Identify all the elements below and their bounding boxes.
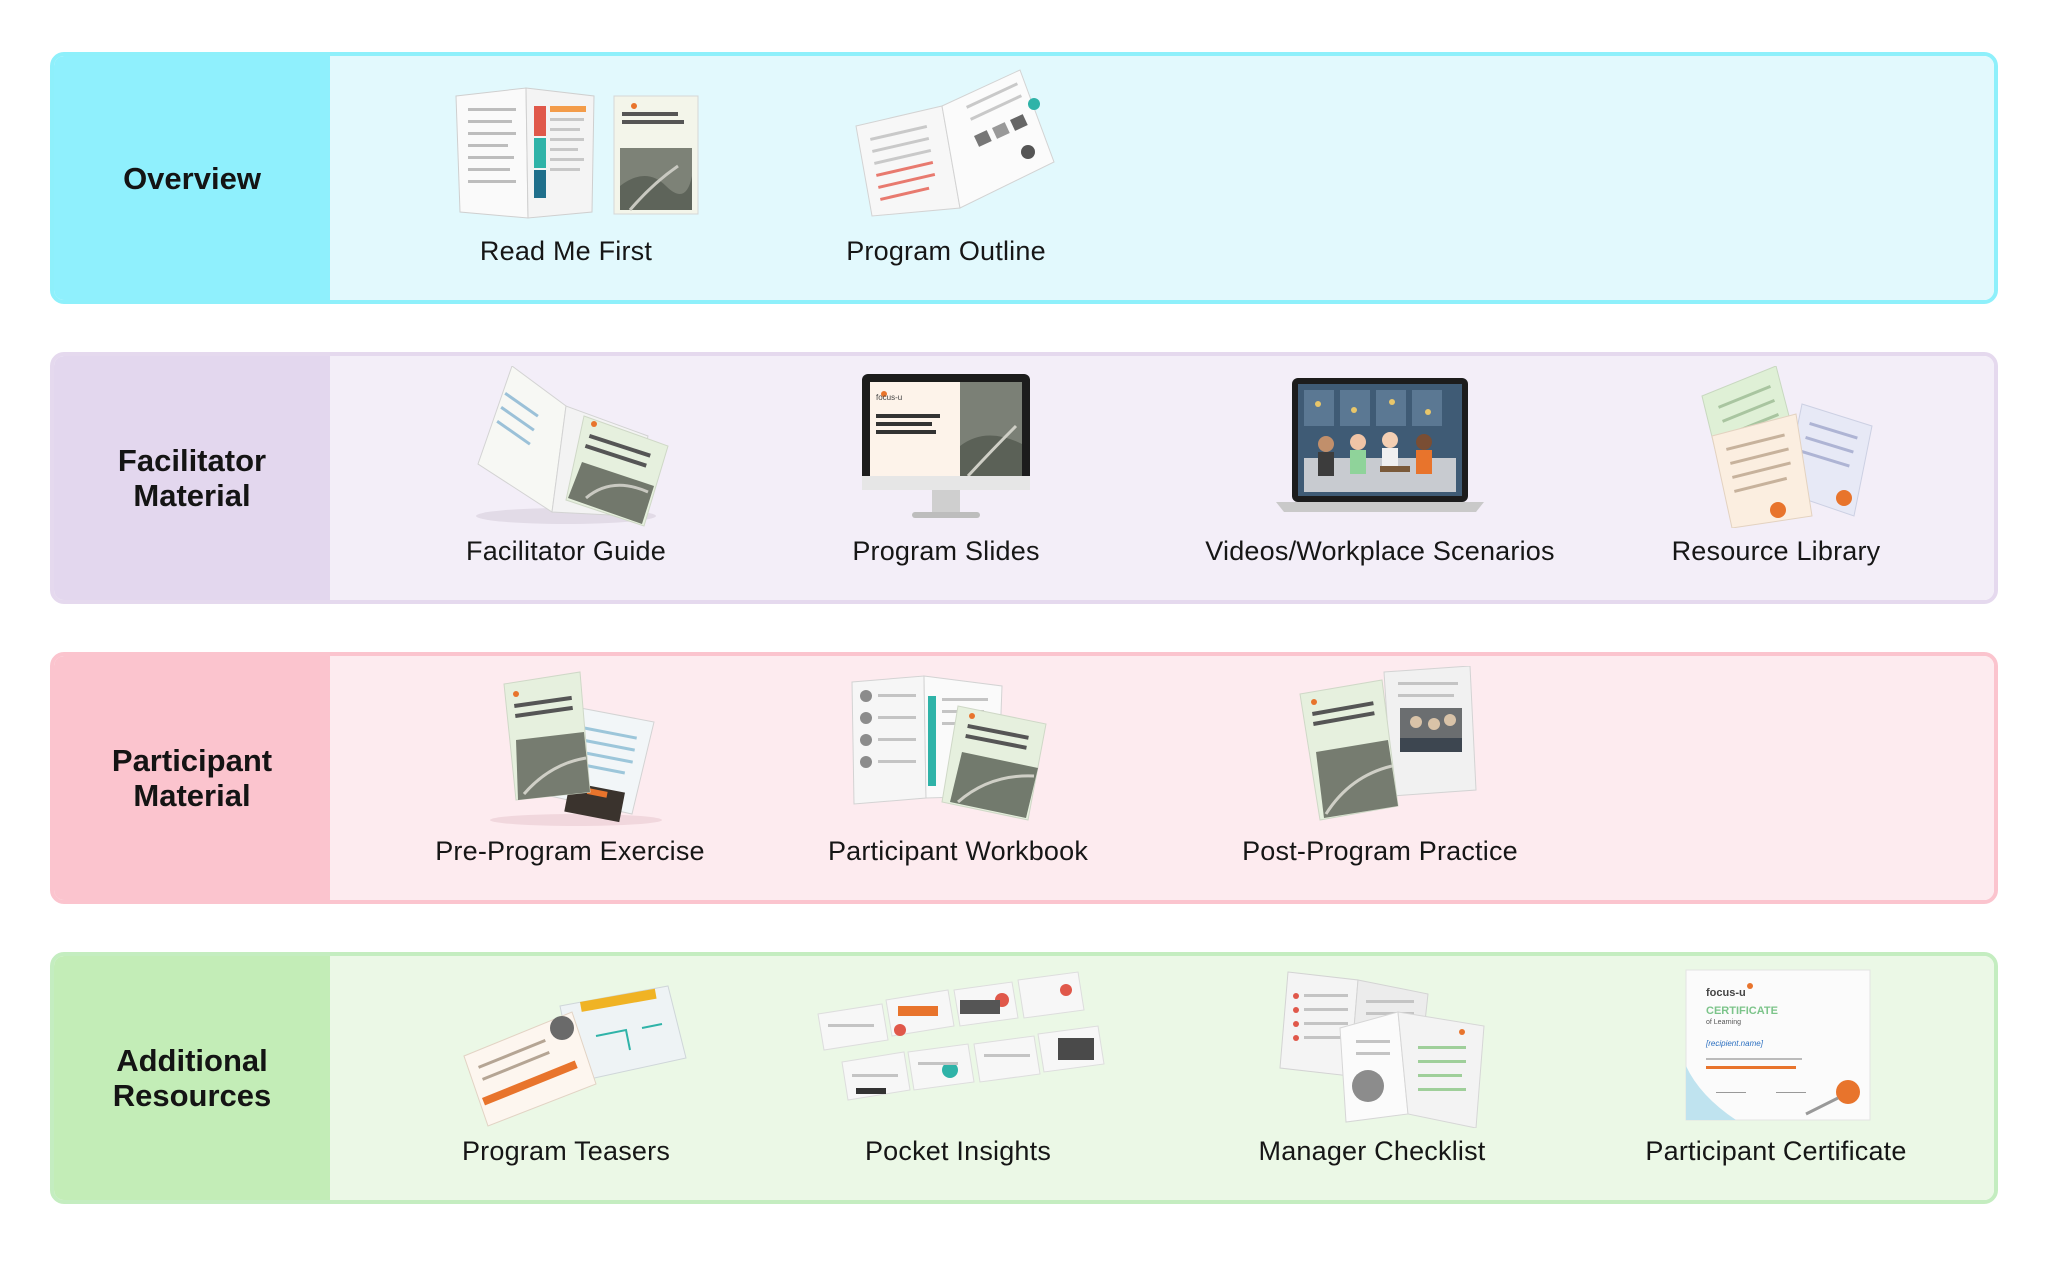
item-label: Pre-Program Exercise	[435, 836, 705, 866]
item-program-outline[interactable]: Program Outline	[736, 66, 1156, 296]
item-label: Pocket Insights	[864, 1136, 1052, 1166]
section-facilitator-material: Facilitator Material Facilitator Guide	[50, 352, 1998, 604]
certificate-title: CERTIFICATE	[1706, 1005, 1778, 1017]
item-facilitator-guide[interactable]: Facilitator Guide	[356, 366, 776, 596]
item-label: Videos/Workplace Scenarios	[1205, 536, 1555, 566]
section-label: Participant Material	[54, 656, 330, 900]
item-label: Program Teasers	[461, 1136, 671, 1166]
certificate-name: [recipient.name]	[1705, 1039, 1764, 1048]
section-label: Facilitator Material	[54, 356, 330, 600]
section-overview: Overview Read Me First	[50, 52, 1998, 304]
item-label: Resource Library	[1671, 536, 1881, 566]
section-content: Pre-Program Exercise	[330, 656, 1994, 900]
section-label: Overview	[54, 56, 330, 300]
item-read-me-first[interactable]: Read Me First	[356, 66, 776, 296]
item-participant-certificate[interactable]: focus-u CERTIFICATE of Learning [recipie…	[1566, 966, 1986, 1196]
fanned-guide-booklet-icon	[416, 366, 716, 528]
item-label: Participant Certificate	[1645, 1136, 1907, 1166]
item-label: Post-Program Practice	[1242, 836, 1518, 866]
item-label: Program Outline	[846, 236, 1046, 266]
insight-cards-icon	[808, 966, 1108, 1128]
section-additional-resources: Additional Resources Program Teasers	[50, 952, 1998, 1204]
section-content: Read Me First Program Outline	[330, 56, 1994, 300]
desktop-monitor-icon: focus-u	[796, 366, 1096, 528]
certificate-icon: focus-u CERTIFICATE of Learning [recipie…	[1626, 966, 1926, 1128]
item-program-teasers[interactable]: Program Teasers	[356, 966, 776, 1196]
slide-brand: focus-u	[876, 393, 902, 402]
item-label: Facilitator Guide	[466, 536, 666, 566]
certificate-sub: of Learning	[1706, 1019, 1741, 1026]
laptop-video-icon	[1230, 366, 1530, 528]
section-participant-material: Participant Material Pre-Program	[50, 652, 1998, 904]
item-label: Manager Checklist	[1258, 1136, 1486, 1166]
item-program-slides[interactable]: focus-u Program Slides	[736, 366, 1156, 596]
item-videos-workplace-scenarios[interactable]: Videos/Workplace Scenarios	[1170, 366, 1590, 596]
open-booklet-with-cover-icon	[416, 66, 716, 228]
item-resource-library[interactable]: Resource Library	[1566, 366, 1986, 596]
section-content: Program Teasers	[330, 956, 1994, 1200]
checklist-booklet-icon	[1222, 966, 1522, 1128]
exercise-booklet-icon	[420, 666, 720, 828]
stacked-documents-icon	[1626, 366, 1926, 528]
item-pre-program-exercise[interactable]: Pre-Program Exercise	[360, 666, 780, 896]
item-participant-workbook[interactable]: Participant Workbook	[748, 666, 1168, 896]
item-label: Read Me First	[479, 236, 653, 266]
item-label: Participant Workbook	[827, 836, 1089, 866]
teaser-cards-icon	[416, 966, 716, 1128]
item-pocket-insights[interactable]: Pocket Insights	[748, 966, 1168, 1196]
item-manager-checklist[interactable]: Manager Checklist	[1162, 966, 1582, 1196]
certificate-brand: focus-u	[1706, 987, 1746, 999]
item-label: Program Slides	[852, 536, 1040, 566]
open-workbook-icon	[808, 666, 1108, 828]
section-content: Facilitator Guide focus-u Progra	[330, 356, 1994, 600]
section-label: Additional Resources	[54, 956, 330, 1200]
open-outline-document-icon	[796, 66, 1096, 228]
practice-booklets-icon	[1230, 666, 1530, 828]
item-post-program-practice[interactable]: Post-Program Practice	[1170, 666, 1590, 896]
